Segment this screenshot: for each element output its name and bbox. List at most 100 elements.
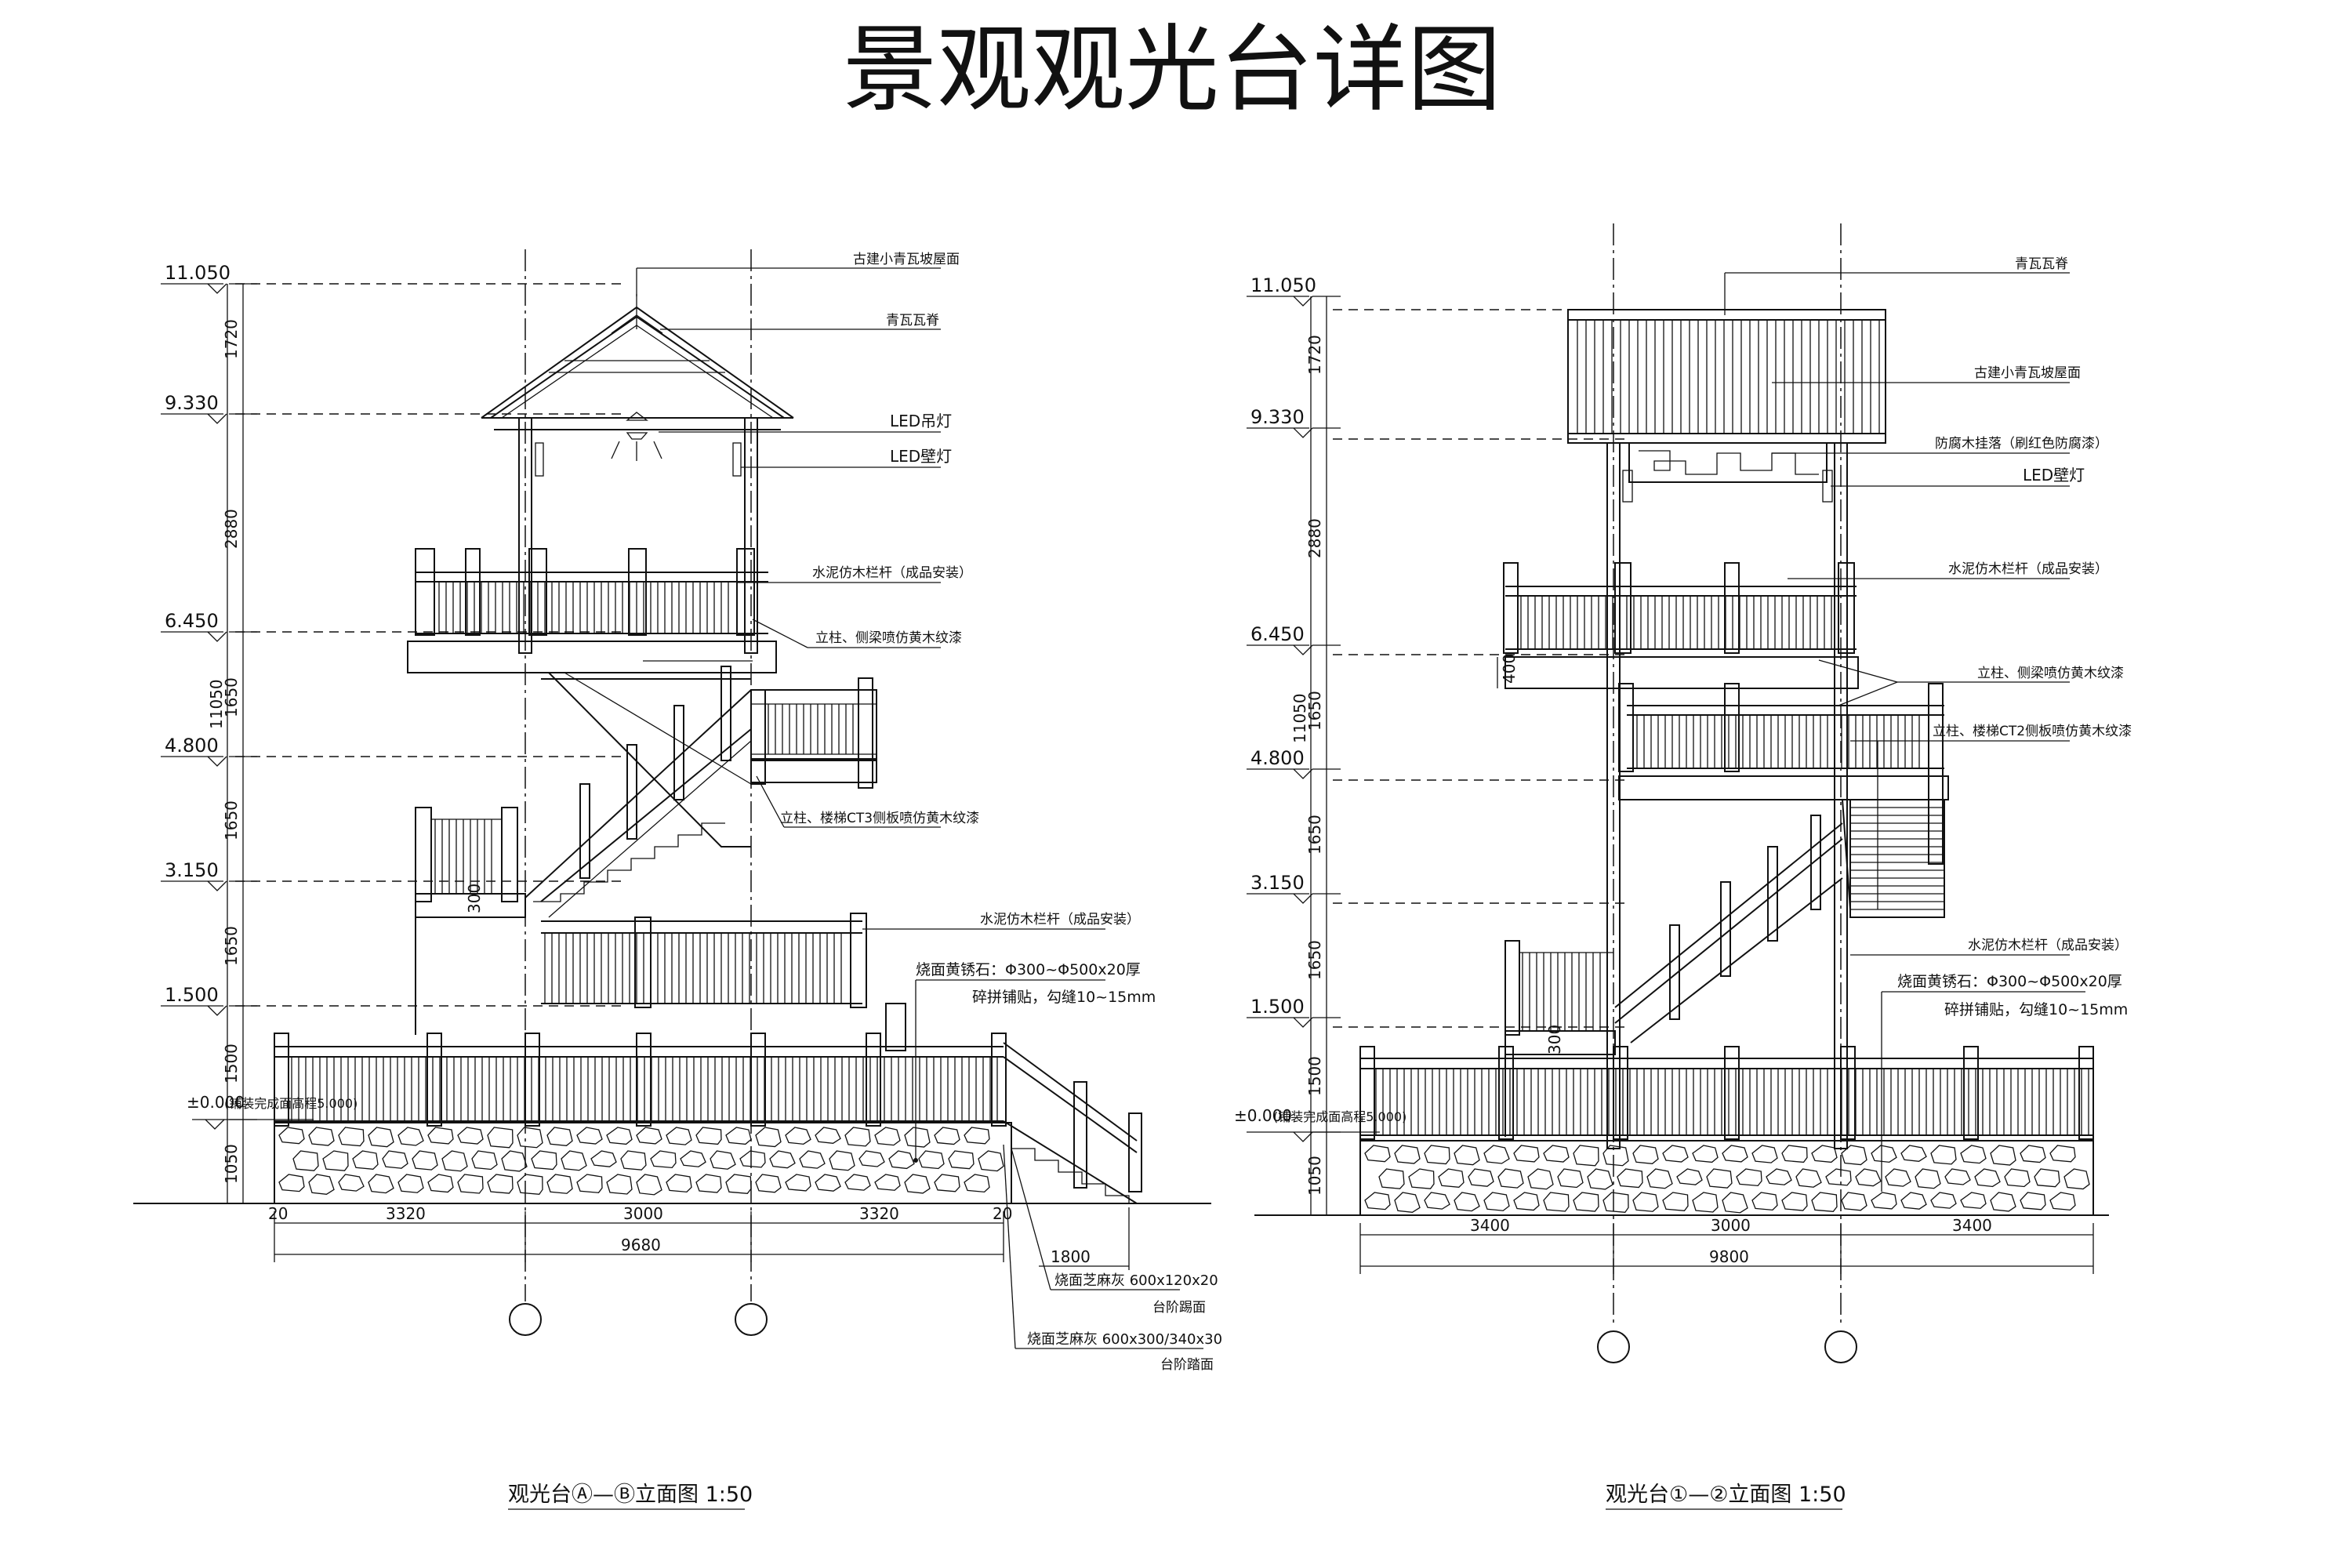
right-stone-base: [1359, 1140, 2094, 1216]
left-stairs: [524, 666, 752, 918]
svg-text:4.800: 4.800: [165, 735, 219, 757]
svg-text:1650: 1650: [1305, 691, 1324, 731]
left-note-rail-top: 水泥仿木栏杆（成品安装）: [812, 565, 972, 581]
left-caption: 观光台Ⓐ—Ⓑ立面图 1:50: [508, 1483, 753, 1507]
left-lower-deck: 300: [415, 807, 526, 1035]
svg-text:2880: 2880: [1305, 518, 1324, 558]
svg-text:1050: 1050: [222, 1144, 241, 1184]
svg-text:(铺装完成面高程5.000): (铺装完成面高程5.000): [224, 1096, 358, 1111]
svg-text:20: 20: [993, 1204, 1012, 1223]
svg-text:1720: 1720: [1305, 335, 1324, 375]
left-note-ridge: 青瓦瓦脊: [886, 313, 939, 328]
svg-text:1650: 1650: [222, 677, 241, 717]
svg-text:300: 300: [465, 884, 484, 913]
svg-text:9680: 9680: [621, 1236, 661, 1254]
svg-text:3400: 3400: [1470, 1216, 1510, 1235]
svg-text:1.500: 1.500: [165, 984, 219, 1006]
right-note-stone-1: 烧面黄锈石：Φ300~Φ500x20厚: [1897, 973, 2122, 990]
left-note-roof: 古建小青瓦坡屋面: [853, 252, 960, 267]
svg-text:3000: 3000: [623, 1204, 663, 1223]
left-note-pendant: LED吊灯: [890, 412, 952, 430]
right-note-wall-lamp: LED壁灯: [2023, 466, 2085, 485]
svg-text:1720: 1720: [222, 319, 241, 359]
right-level-0000: ±0.000(铺装完成面高程5.000): [1234, 1106, 1406, 1142]
left-base-railing: [274, 1033, 1142, 1204]
left-note-step-1b: 台阶踢面: [1152, 1300, 1206, 1316]
right-note-stone-2: 碎拼铺贴，勾缝10~15mm: [1944, 1001, 2128, 1018]
right-base-railing: [1359, 1046, 2094, 1140]
svg-text:1650: 1650: [222, 926, 241, 966]
svg-text:6.450: 6.450: [165, 610, 219, 632]
svg-text:1650: 1650: [1305, 815, 1324, 855]
svg-text:±0.000: ±0.000: [1234, 1106, 1292, 1125]
right-level-11050: 11.050: [1247, 274, 1631, 310]
right-caption: 观光台①—②立面图 1:50: [1606, 1483, 1846, 1507]
svg-text:±0.000: ±0.000: [187, 1093, 245, 1112]
right-top-railing: 400: [1497, 562, 1859, 689]
svg-text:11.050: 11.050: [165, 262, 230, 284]
right-second-railing: [1618, 683, 1949, 865]
left-note-column: 立柱、侧梁喷仿黄木纹漆: [815, 630, 962, 646]
right-level-1500: 1.500: [1247, 996, 1631, 1028]
right-level-6450: 6.450: [1247, 623, 1631, 655]
left-ground-railing: [541, 913, 906, 1051]
left-roof: [481, 294, 794, 430]
svg-text:3000: 3000: [1711, 1216, 1751, 1235]
svg-text:9.330: 9.330: [1250, 406, 1305, 428]
left-axis-A-bubble: [509, 1303, 542, 1336]
svg-text:11.050: 11.050: [1250, 274, 1316, 296]
left-note-stone-2: 碎拼铺贴，勾缝10~15mm: [972, 989, 1156, 1006]
left-note-step-1: 烧面芝麻灰 600x120x20: [1054, 1272, 1218, 1289]
right-axis-1-bubble: [1597, 1330, 1630, 1363]
left-vertical-dims: 1720 2880 1650 1650 1650 1500 1050 11050: [207, 283, 257, 1204]
left-level-0000: ±0.000(铺装完成面高程5.000): [187, 1093, 358, 1130]
right-note-rail-top: 水泥仿木栏杆（成品安装）: [1948, 561, 2108, 577]
left-note-wall-lamp: LED壁灯: [890, 447, 952, 466]
svg-text:300: 300: [1545, 1025, 1564, 1054]
left-note-rail-low: 水泥仿木栏杆（成品安装）: [980, 912, 1140, 927]
right-level-3150: 3.150: [1247, 872, 1631, 904]
svg-text:3320: 3320: [386, 1204, 426, 1223]
left-top-railing: [407, 548, 777, 673]
svg-text:1.500: 1.500: [1250, 996, 1305, 1018]
left-annotations: 古建小青瓦坡屋面 青瓦瓦脊 LED吊灯 LED壁灯 水泥仿木栏杆（成品安装） 立…: [636, 252, 1222, 1373]
left-axis-B-bubble: [735, 1303, 768, 1336]
left-level-6450: 6.450: [161, 610, 627, 642]
right-note-rail-low: 水泥仿木栏杆（成品安装）: [1968, 938, 2128, 953]
right-elevation: 11.050 9.330 6.450 4.800 3.150 1.500 ±0.…: [1234, 223, 2132, 1510]
svg-text:1650: 1650: [1305, 940, 1324, 980]
svg-text:1500: 1500: [1305, 1056, 1324, 1096]
right-stairs: 300: [1504, 799, 1945, 1137]
right-note-stair: 立柱、楼梯CT2侧板喷仿黄木纹漆: [1933, 724, 2132, 739]
left-horizontal-dims: 20 3320 3000 3320 20 9680 1800: [268, 1204, 1130, 1270]
left-mid-deck: [750, 677, 877, 789]
right-roof: [1567, 309, 1886, 444]
right-note-roof: 古建小青瓦坡屋面: [1974, 365, 2081, 381]
svg-text:1050: 1050: [1305, 1156, 1324, 1196]
right-annotations: 青瓦瓦脊 古建小青瓦坡屋面 防腐木挂落（刷红色防腐漆） LED壁灯 水泥仿木栏杆…: [1724, 256, 2132, 1192]
svg-text:(铺装完成面高程5.000): (铺装完成面高程5.000): [1273, 1109, 1406, 1124]
left-note-step-2b: 台阶踏面: [1160, 1357, 1214, 1373]
right-level-markers: 11.050 9.330 6.450 4.800 3.150 1.500 ±0.…: [1234, 274, 1631, 1142]
left-note-step-2: 烧面芝麻灰 600x300/340x30: [1027, 1331, 1222, 1348]
left-level-4800: 4.800: [161, 735, 627, 767]
svg-text:6.450: 6.450: [1250, 623, 1305, 645]
svg-text:3.150: 3.150: [165, 859, 219, 881]
svg-text:1650: 1650: [222, 800, 241, 840]
right-hanging-fret: [1622, 442, 1833, 503]
right-note-hanging: 防腐木挂落（刷红色防腐漆）: [1935, 436, 2108, 452]
left-level-11050: 11.050: [161, 262, 627, 294]
right-vertical-dims: 1720 2880 1650 1650 1650 1500 1050 11050: [1290, 296, 1341, 1216]
right-note-ridge: 青瓦瓦脊: [2015, 256, 2068, 272]
right-axis-2-bubble: [1824, 1330, 1857, 1363]
left-level-9330: 9.330: [161, 392, 627, 424]
svg-text:400: 400: [1500, 654, 1519, 684]
left-elevation: 11.050 9.330 6.450 4.800 3.150 1.500 ±0.…: [133, 249, 1222, 1510]
svg-text:9.330: 9.330: [165, 392, 219, 414]
svg-text:3.150: 3.150: [1250, 872, 1305, 894]
svg-text:3400: 3400: [1952, 1216, 1992, 1235]
svg-text:3320: 3320: [859, 1204, 899, 1223]
svg-text:11050: 11050: [1290, 693, 1309, 743]
svg-text:9800: 9800: [1709, 1247, 1749, 1266]
